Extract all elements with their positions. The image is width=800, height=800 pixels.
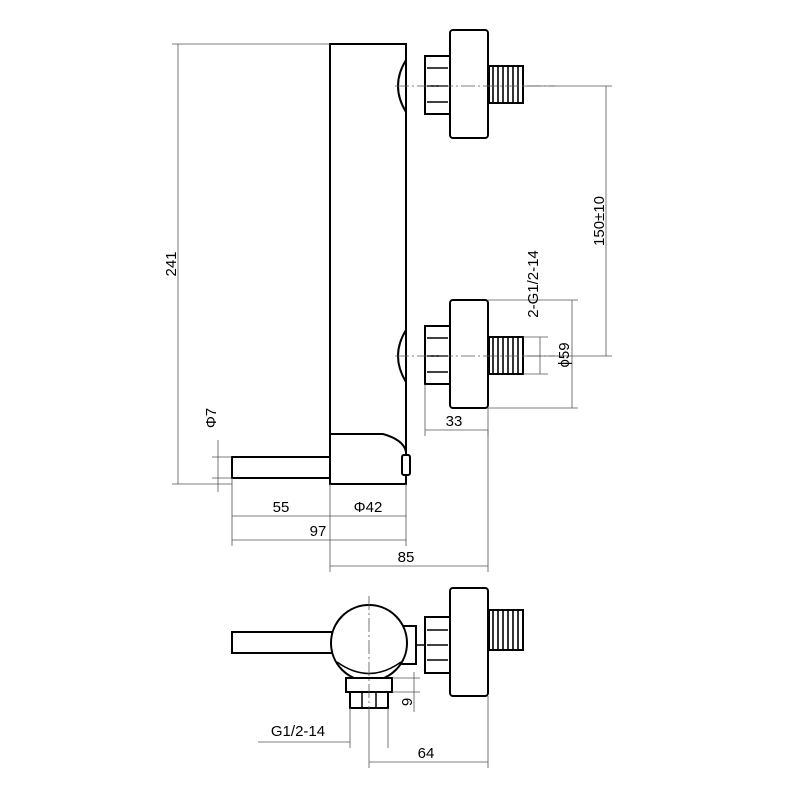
dim-flange-diameter: ϕ59 <box>556 342 573 367</box>
upper-inlet-nut <box>424 55 451 115</box>
cap-button <box>401 454 411 476</box>
dim-lever-diameter: Φ7 <box>203 408 220 428</box>
lower-inlet-nut <box>424 325 451 385</box>
dim-overall-depth: 85 <box>398 549 415 566</box>
lever-handle <box>231 456 331 479</box>
bottom-view <box>231 587 524 720</box>
dim-flange-depth: 33 <box>446 413 463 430</box>
front-dimensions <box>172 43 612 572</box>
cartridge-cap <box>329 433 407 485</box>
dim-total-height: 241 <box>163 251 180 276</box>
dim-overall-width: 97 <box>310 523 327 540</box>
dim-bottom-depth: 64 <box>418 745 435 762</box>
mixer-body <box>329 43 407 485</box>
dim-inlet-spacing: 150±10 <box>591 196 608 246</box>
bottom-inlet-flange <box>449 587 489 697</box>
dimension-labels: 241 150±10 2-G1/2-14 ϕ59 33 Φ7 55 Φ42 97… <box>163 196 608 762</box>
lower-inlet-flange <box>449 299 489 409</box>
bottom-thread-lines <box>492 610 519 650</box>
dim-lever-length: 55 <box>273 499 290 516</box>
front-view <box>231 29 555 485</box>
upper-inlet <box>397 29 524 139</box>
upper-inlet-flange <box>449 29 489 139</box>
dim-outlet-thread: G1/2-14 <box>271 723 325 740</box>
dim-body-diameter: Φ42 <box>354 499 383 516</box>
dim-outlet-offset: 9 <box>399 698 416 706</box>
dim-inlet-thread: 2-G1/2-14 <box>525 250 542 318</box>
bottom-lever <box>231 631 333 654</box>
upper-thread-lines <box>492 66 519 103</box>
lower-inlet <box>397 299 524 409</box>
bottom-dimensions <box>258 672 489 768</box>
lower-thread-lines <box>492 337 519 374</box>
